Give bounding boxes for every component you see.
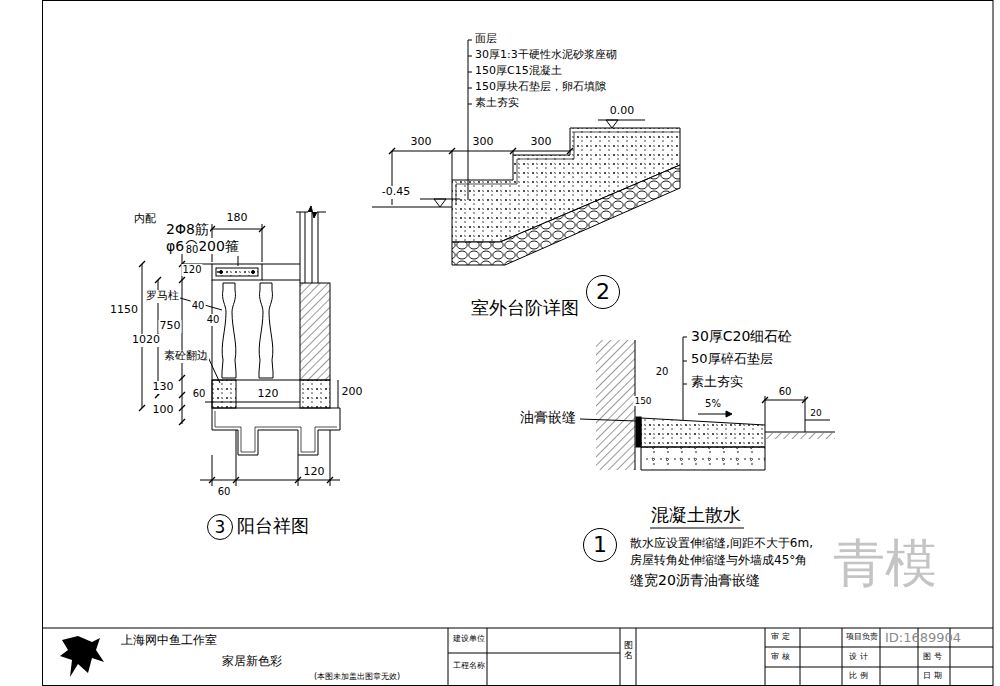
table-cell: 工程名称: [452, 661, 486, 670]
stamp-note: (本图未加盖出图章无效): [313, 672, 401, 681]
material-note: 50厚碎石垫层: [690, 352, 774, 367]
rebar-note: 内配: [133, 213, 157, 226]
material-note: 素土夯实: [690, 375, 744, 390]
studio-logo: [60, 636, 104, 677]
elevation-mark: -0.45: [381, 186, 411, 199]
callout-text: 油膏嵌缝: [519, 409, 577, 425]
part-label: 罗马柱: [145, 290, 180, 303]
dimension: 200: [341, 386, 364, 399]
dimension: 1150: [109, 304, 139, 317]
watermark: 青模: [832, 534, 938, 594]
table-cell: 审 定: [770, 632, 791, 641]
dimension: 180: [226, 212, 249, 225]
table-cell: 日 期: [922, 671, 943, 680]
detail-number-circle: 3: [207, 514, 233, 540]
table-cell: 图 号: [922, 652, 943, 661]
dimension: 40: [206, 314, 221, 326]
dimension: 60: [778, 386, 793, 398]
sheet-frame: [42, 1, 993, 686]
rebar-note: φ6@200箍: [165, 238, 240, 254]
studio-name: 上海网中鱼工作室: [120, 634, 218, 648]
elevation-mark: 0.00: [609, 105, 636, 118]
apron-section: [580, 337, 835, 528]
table-cell: 图名: [623, 641, 634, 661]
dimension: 750: [159, 320, 182, 333]
material-note: 素土夯实: [474, 97, 520, 110]
material-note: 面层: [474, 33, 498, 46]
dimension: 40: [191, 300, 206, 312]
table-cell: 审 核: [770, 652, 791, 661]
table-cell: 设 计: [848, 652, 869, 661]
detail-number: 1: [593, 534, 607, 556]
rebar-note: 2Φ8筋: [165, 221, 210, 237]
note-text: 缝宽20沥青油膏嵌缝: [629, 572, 761, 588]
slope-label: 5%: [704, 398, 722, 410]
detail-title: 阳台祥图: [236, 516, 310, 537]
table-cell: 项目负责: [845, 632, 879, 641]
dimension: 300: [530, 136, 553, 149]
dimension: 130: [152, 381, 175, 394]
stair-section: [372, 40, 680, 265]
balcony-section: [139, 206, 340, 486]
note-text: 散水应设置伸缩缝,间距不大于6m,: [629, 537, 814, 551]
note-text: 房屋转角处伸缩缝与外墙成45°角: [629, 554, 808, 568]
detail-number-circle: 2: [586, 275, 620, 309]
dimension: 120: [257, 388, 280, 401]
table-cell: 建设单位: [452, 634, 486, 643]
detail-title: 混凝土散水: [650, 505, 742, 526]
dimension: 20: [655, 366, 670, 378]
watermark-id: ID:1689904: [884, 631, 962, 646]
material-note: 150厚C15混凝土: [474, 65, 563, 78]
table-cell: 比 例: [848, 671, 869, 680]
dimension: 100: [152, 404, 175, 417]
material-note: 150厚块石垫层，卵石填隙: [474, 81, 607, 94]
dimension: 80: [185, 244, 200, 256]
detail-number-circle: 1: [583, 528, 617, 562]
detail-title: 室外台阶详图: [470, 298, 580, 319]
dimension: 300: [410, 136, 433, 149]
project-name: 家居新色彩: [221, 655, 283, 669]
dimension: 300: [472, 136, 495, 149]
material-note: 30厚C20细石砼: [690, 328, 793, 344]
dimension: 150: [633, 396, 652, 406]
material-note: 30厚1:3干硬性水泥砂浆座砌: [474, 49, 618, 62]
detail-number: 3: [215, 519, 226, 536]
dimension: 1020: [131, 334, 161, 347]
dimension: 20: [809, 408, 822, 418]
detail-number: 2: [596, 281, 610, 303]
dimension: 60: [192, 388, 207, 400]
dimension: 120: [303, 466, 326, 479]
dimension: 60: [217, 486, 232, 498]
part-label: 素砼翻边: [163, 350, 209, 363]
dimension: 120: [181, 264, 202, 276]
